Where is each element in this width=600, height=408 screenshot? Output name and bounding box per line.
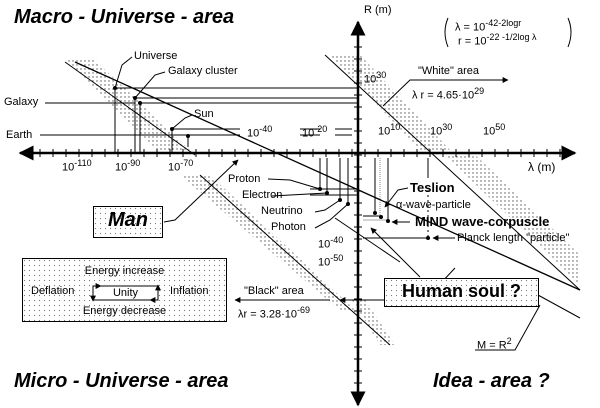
inflation-label: Inflation <box>170 285 209 297</box>
x-tick-label: 1010 <box>378 122 401 138</box>
x-tick-label: 1030 <box>430 122 453 138</box>
r-tick-label: 10-40 <box>318 235 344 251</box>
deflation-label: Deflation <box>31 285 75 297</box>
x-axis-label: λ (m) <box>528 160 556 174</box>
x-tick-label: 1050 <box>483 122 506 138</box>
label-galaxy: Galaxy <box>4 96 39 108</box>
r-tick-label: 10-50 <box>318 253 344 269</box>
man-label: Man <box>108 209 148 231</box>
formula-lambda: λ = 10-42-2logr <box>455 18 522 34</box>
r-tick-label: 1030 <box>364 70 387 86</box>
label-earth: Earth <box>6 129 33 141</box>
mass-equation: M = R2 <box>477 336 512 352</box>
man-box: Man <box>93 206 163 238</box>
label-sun: Sun <box>194 108 214 120</box>
r-tick-label: 10-40 <box>247 124 273 140</box>
label-planck-length: Planck length "particle" <box>457 232 570 244</box>
label-galaxy-cluster: Galaxy cluster <box>168 65 238 77</box>
black-area-band-lower <box>352 300 395 345</box>
micro-title: Micro - Universe - area <box>14 370 229 392</box>
label-neutrino: Neutrino <box>261 205 303 217</box>
white-area-equation: λ r = 4.65·1029 <box>412 86 485 102</box>
label-electron: Electron <box>242 189 283 201</box>
label-photon: Photon <box>271 221 306 233</box>
macro-title: Macro - Universe - area <box>14 6 235 28</box>
formula-r: r = 10-22 -1/2log λ <box>458 32 537 48</box>
black-area-equation: λr = 3.28·10-69 <box>238 305 311 321</box>
idea-title: Idea - area ? <box>433 370 550 392</box>
x-tick-label: 10-70 <box>168 158 194 174</box>
black-area-label: "Black" area <box>244 285 304 297</box>
energy-box: Energy increase Energy decrease Deflatio… <box>22 258 227 322</box>
energy-decrease-label: Energy decrease <box>82 305 167 317</box>
x-tick-label: 10-90 <box>115 158 141 174</box>
r-tick-label: 10-20 <box>302 124 328 140</box>
white-area-band-right <box>440 150 580 285</box>
label-mind-wave-corpuscle: MIND wave-corpuscle <box>415 214 550 229</box>
y-axis-label: R (m) <box>364 4 392 16</box>
label-alpha-wave-particle: α-wave-particle <box>396 199 471 211</box>
energy-increase-label: Energy increase <box>84 265 165 277</box>
white-area-band-upper <box>330 55 450 150</box>
label-universe: Universe <box>134 50 178 62</box>
black-area-band <box>180 175 355 310</box>
human-soul-label: Human soul ? <box>401 281 521 301</box>
x-tick-label: 10-110 <box>62 158 92 174</box>
white-area-label: "White" area <box>418 65 479 77</box>
label-teslion: Teslion <box>410 180 455 195</box>
human-soul-box: Human soul ? <box>384 278 539 307</box>
unity-label: Unity <box>112 287 139 299</box>
label-proton: Proton <box>228 173 261 185</box>
